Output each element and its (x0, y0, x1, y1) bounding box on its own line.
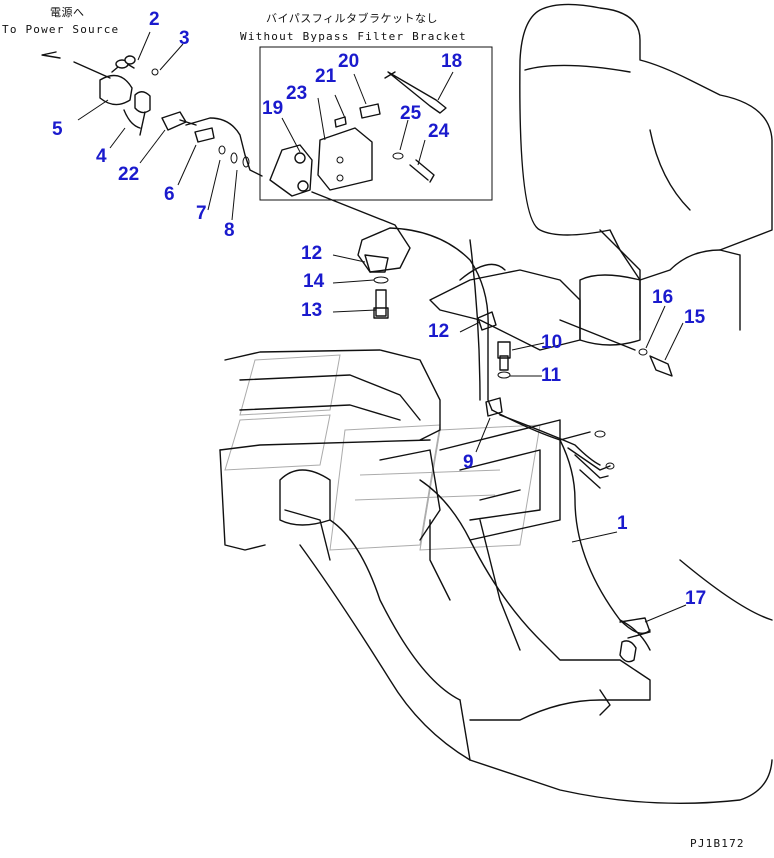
bypass-note-jp: バイパスフィルタブラケットなし (266, 12, 439, 25)
callout-6: 6 (164, 184, 175, 205)
inset-frame (259, 46, 493, 201)
callout-1: 1 (617, 513, 628, 534)
callout-8: 8 (224, 220, 235, 241)
callout-12-lower: 12 (428, 321, 450, 342)
callout-5: 5 (52, 119, 63, 140)
watermark (224, 354, 541, 551)
callout-12-upper: 12 (301, 243, 323, 264)
filter-housing (519, 3, 773, 346)
callout-16: 16 (652, 287, 674, 308)
engine-block (219, 263, 773, 805)
callout-9: 9 (463, 452, 474, 473)
callout-13: 13 (301, 300, 323, 321)
callout-4: 4 (96, 146, 107, 167)
sender-assembly (41, 51, 263, 177)
callout-21: 21 (315, 66, 337, 87)
callout-23: 23 (286, 83, 308, 104)
callout-19: 19 (262, 98, 284, 119)
inset-parts (269, 71, 447, 197)
callout-14: 14 (303, 271, 325, 292)
callout-20: 20 (338, 51, 360, 72)
callout-18: 18 (441, 51, 463, 72)
drawing-code: PJ1B172 (690, 837, 745, 850)
power-source-note-jp: 電源へ (50, 6, 85, 19)
callout-2: 2 (149, 9, 160, 30)
callout-3: 3 (179, 28, 190, 49)
callout-22: 22 (118, 164, 140, 185)
fasteners (373, 276, 673, 379)
leader-lines (77, 31, 687, 623)
bypass-note-en: Without Bypass Filter Bracket (240, 30, 467, 43)
power-source-note-en: To Power Source (2, 23, 120, 36)
callout-15: 15 (684, 307, 706, 328)
wiring-harness (311, 191, 651, 663)
callout-25: 25 (400, 103, 422, 124)
callout-17: 17 (685, 588, 707, 609)
callout-11: 11 (541, 365, 562, 386)
callout-7: 7 (196, 203, 207, 224)
callout-24: 24 (428, 121, 450, 142)
callout-10: 10 (541, 332, 563, 353)
